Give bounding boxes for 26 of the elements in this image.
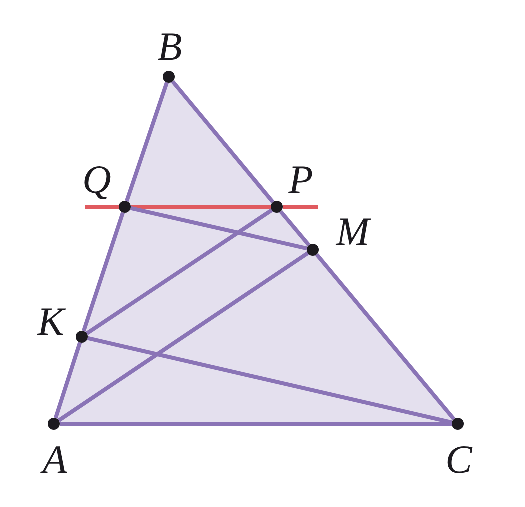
line-segment (130, 206, 308, 251)
line-segment (58, 252, 310, 422)
line-segment (60, 422, 452, 426)
line-segment (171, 80, 275, 204)
line-segment (54, 342, 82, 419)
line-segment (82, 212, 126, 332)
point-dot (76, 331, 88, 343)
parallel-line (283, 205, 318, 209)
point-dot (163, 71, 175, 83)
point-dot (48, 418, 60, 430)
point-label: B (158, 27, 182, 67)
line-segment (315, 253, 456, 421)
line-segment (86, 208, 274, 336)
point-label: K (38, 302, 64, 342)
line-segment (87, 336, 453, 425)
point-label: M (336, 212, 370, 252)
parallel-line (131, 205, 271, 209)
point-label: Q (82, 160, 112, 200)
point-label: A (42, 440, 68, 480)
point-dot (119, 201, 131, 213)
point-label: C (446, 440, 472, 480)
line-segment (125, 82, 169, 202)
line-segment (279, 210, 311, 247)
point-dot (452, 418, 464, 430)
parallel-line (85, 205, 119, 209)
point-label: P (288, 160, 314, 200)
